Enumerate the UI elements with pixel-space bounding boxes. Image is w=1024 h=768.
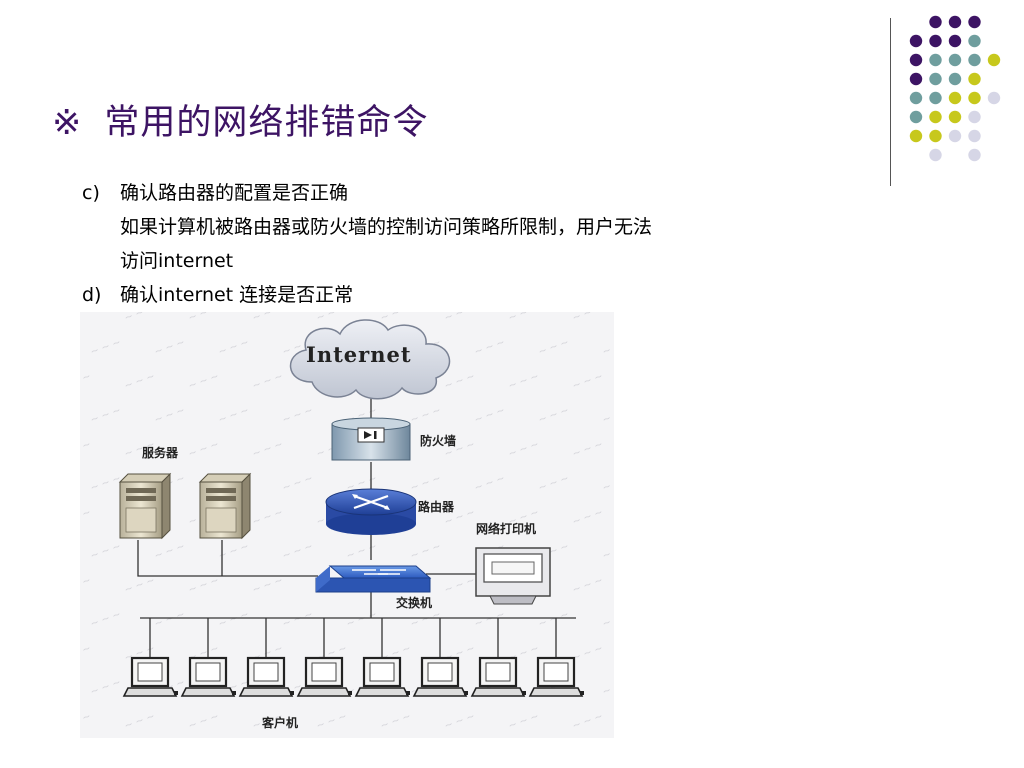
decorative-dot [948,15,962,29]
decorative-dot [929,34,942,48]
decorative-dot [948,34,962,48]
decorative-dot [929,110,942,124]
divider-line [890,18,891,186]
internet-cloud-label: Internet [306,342,412,367]
client-label: 客户机 [262,716,299,730]
decorative-dot [929,91,942,105]
decorative-dot [909,53,923,67]
client-computer-icon [412,656,468,697]
client-computer-icon [354,656,410,697]
client-computer-icon [470,656,526,697]
decorative-dot [968,53,981,67]
client-computer-icon [296,656,352,697]
decorative-dot [968,72,981,86]
decorative-dot [968,129,981,143]
list-item-c-text: 确认路由器的配置是否正确 [120,182,349,204]
slide-body: c) 确认路由器的配置是否正确 如果计算机被路由器或防火墙的控制访问策略所限制，… [82,176,652,312]
client-computer-icon [528,656,584,697]
server-icon-1 [118,472,172,540]
decorative-dot [948,53,962,67]
decorative-dot [929,129,942,143]
decorative-dot [968,34,981,48]
list-item-c: c) 确认路由器的配置是否正确 [82,176,652,210]
server-icon-2 [198,472,252,540]
switch-icon [315,565,432,593]
firewall-label: 防火墙 [420,434,457,448]
server-label: 服务器 [142,446,179,460]
decorative-dot [909,91,923,105]
decorative-dot [968,110,981,124]
decorative-dot [909,129,923,143]
decorative-dot [929,72,942,86]
network-diagram: ~ ~ ~~ ~ ~~ ~ ~~ ~ ~~ ~ ~~ ~ ~~ ~ ~~ ~ ~… [80,312,614,738]
decorative-dot [968,91,981,105]
list-item-c-label: c) [82,182,100,204]
decorative-dot [948,91,962,105]
list-item-d: d) 确认internet 连接是否正常 [82,278,652,312]
network-printer-icon [475,547,551,605]
decorative-dot [987,53,1001,67]
decorative-dot [929,148,942,162]
switch-label: 交换机 [396,596,433,610]
decorative-dot [909,34,923,48]
router-label: 路由器 [418,500,455,514]
decorative-dot [929,53,942,67]
connection-lines [137,394,576,658]
reference-mark-icon: ※ [52,103,83,143]
internet-cloud-icon [289,319,451,400]
client-computer-icon [180,656,236,697]
list-item-c-detail-2: 访问internet [120,250,234,272]
decorative-dot [948,72,962,86]
decorative-dot [948,129,962,143]
slide-title-text: 常用的网络排错命令 [104,103,429,143]
decorative-dot [968,15,981,29]
router-icon [325,488,417,535]
decorative-dot [987,91,1001,105]
client-computer-icon [122,656,178,697]
decorative-dot [929,15,942,29]
firewall-icon [331,417,411,461]
decorative-dot-grid [909,15,1001,162]
slide-title: ※ 常用的网络排错命令 [52,94,428,145]
network-printer-label: 网络打印机 [476,522,537,536]
decorative-dot [948,110,962,124]
list-item-c-detail-1: 如果计算机被路由器或防火墙的控制访问策略所限制，用户无法 [120,216,653,238]
network-diagram-svg [118,319,584,697]
list-item-d-text: 确认internet 连接是否正常 [120,284,354,306]
client-computers [122,656,584,697]
decorative-dot [909,110,923,124]
client-computer-icon [238,656,294,697]
decorative-dot [968,148,981,162]
decorative-dot [909,72,923,86]
list-item-d-label: d) [82,284,102,306]
